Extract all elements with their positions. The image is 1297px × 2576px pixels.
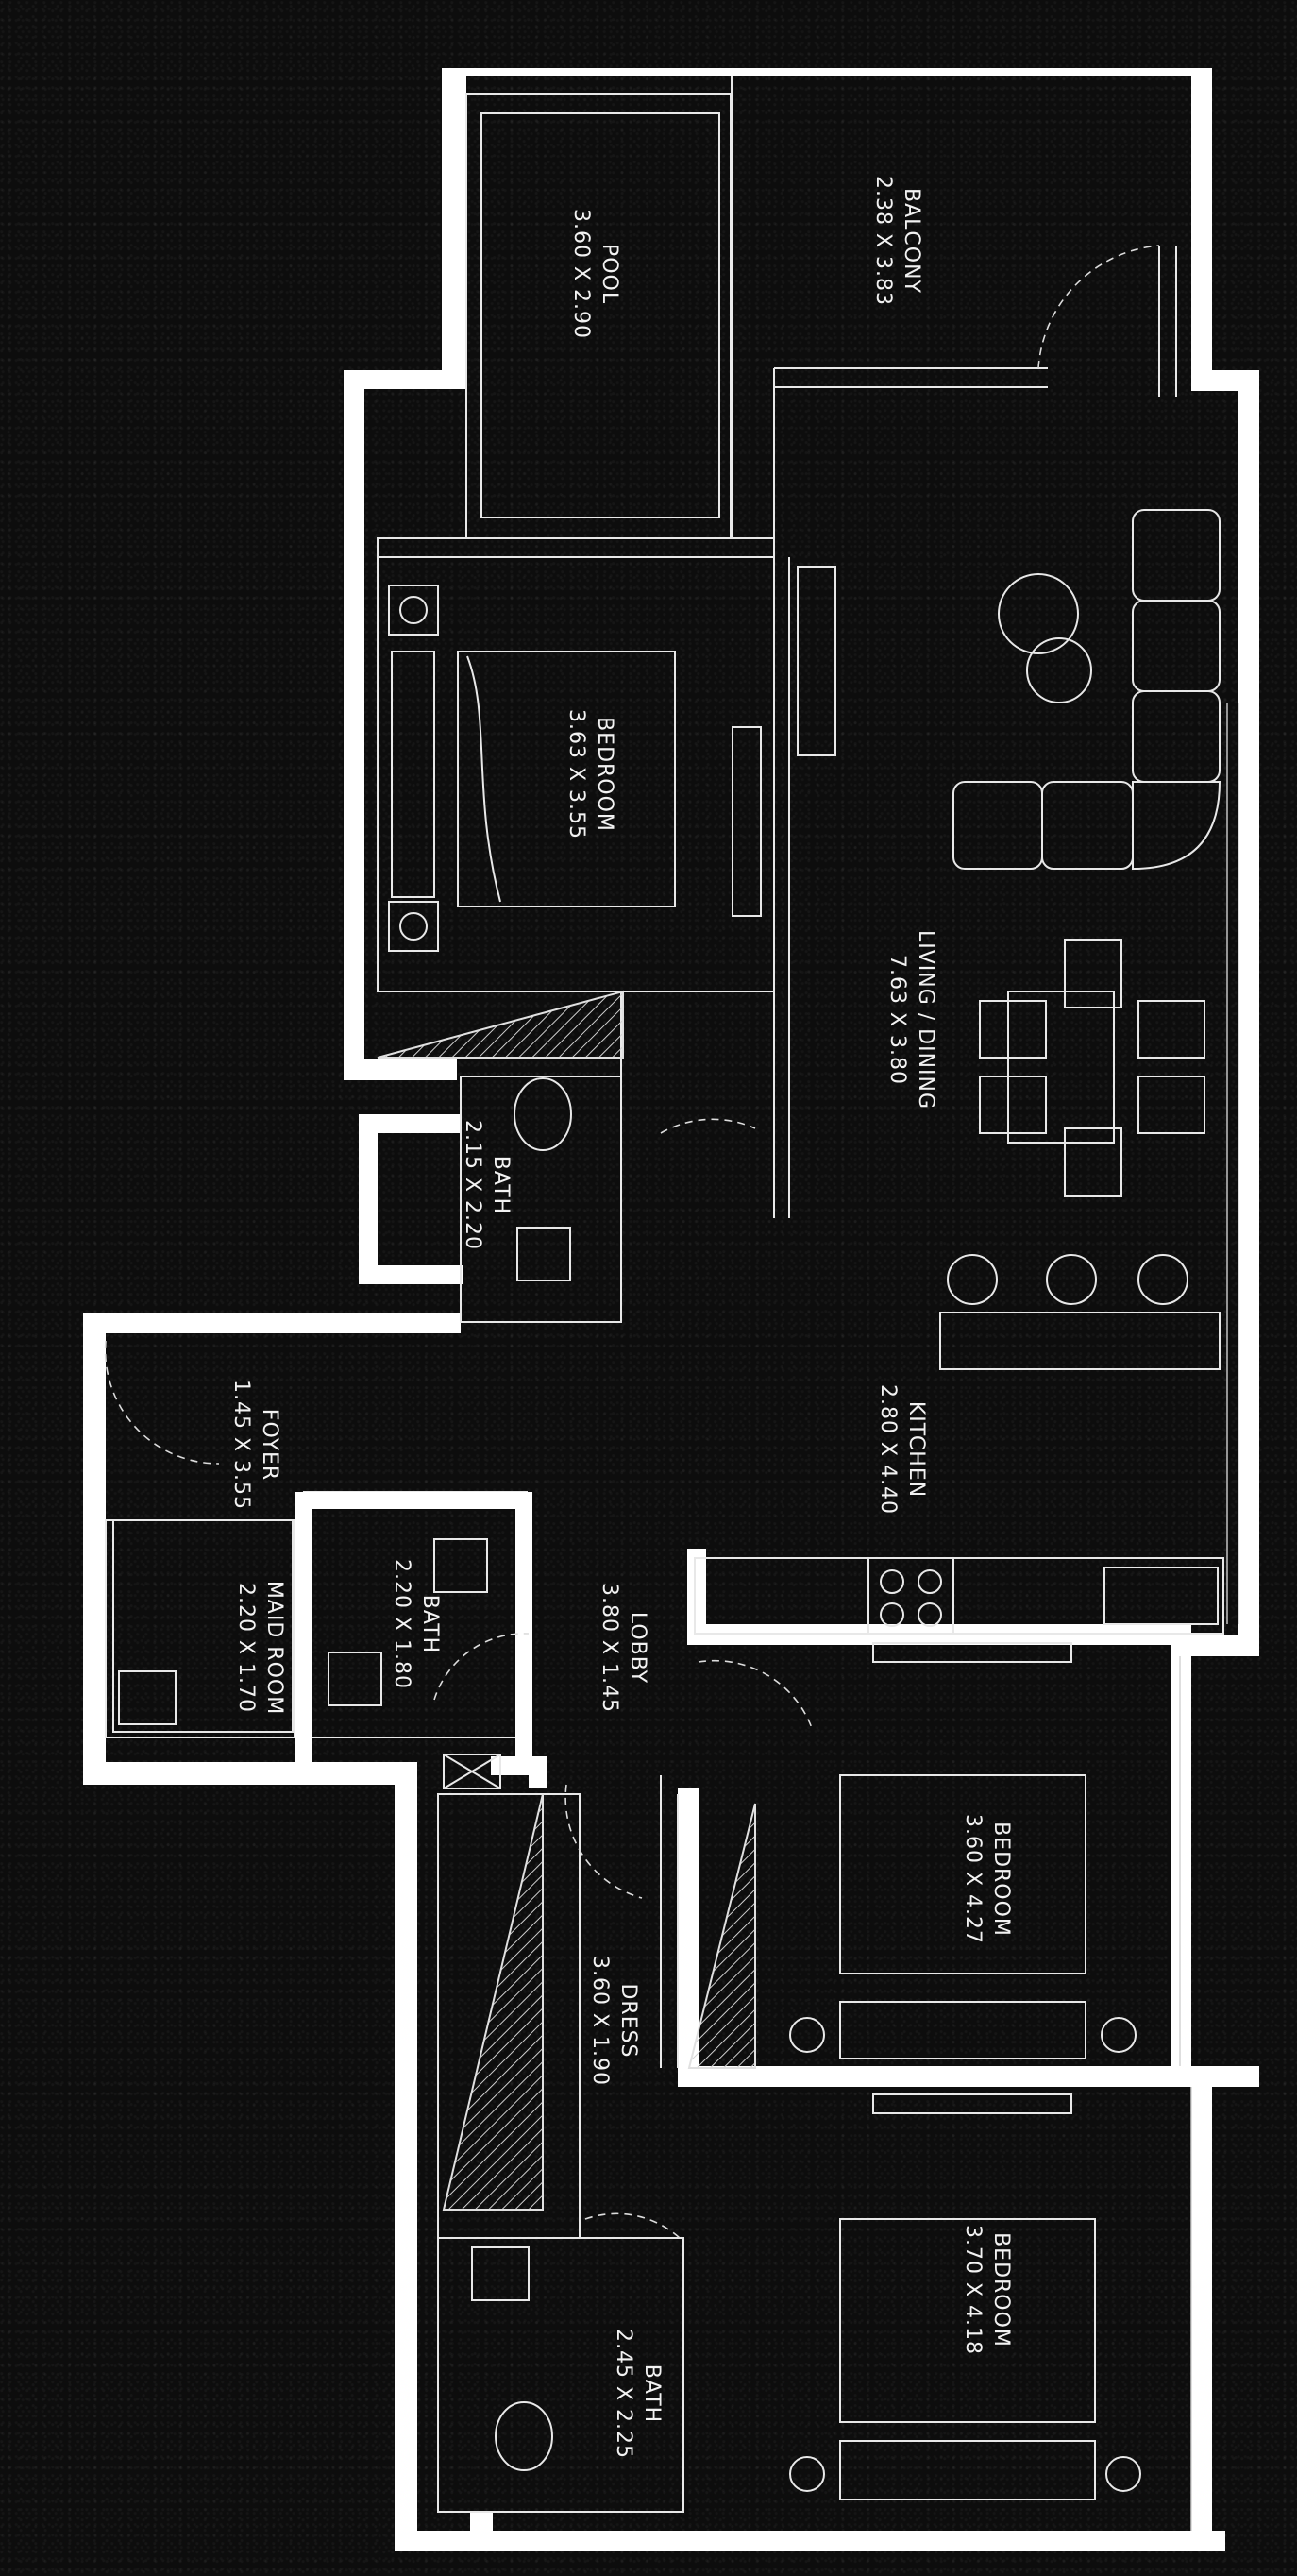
label-bedroom-3: BEDROOM 3.70 X 4.18 <box>961 2225 1013 2355</box>
label-kitchen: KITCHEN 2.80 X 4.40 <box>876 1384 928 1515</box>
room-name: BEDROOM <box>989 1822 1013 1937</box>
room-size: 2.38 X 3.83 <box>871 176 895 306</box>
label-balcony: BALCONY 2.38 X 3.83 <box>871 176 923 306</box>
bed-icon <box>457 651 676 907</box>
bed-icon-2 <box>839 1774 1086 1974</box>
table-icon <box>998 573 1079 654</box>
room-name: POOL <box>598 244 621 304</box>
label-bedroom-2: BEDROOM 3.60 X 4.27 <box>961 1814 1013 1944</box>
room-name: MAID ROOM <box>262 1581 286 1715</box>
toilet-icon <box>514 1077 572 1151</box>
bed-icon-3 <box>839 2218 1096 2423</box>
sink-icon <box>1103 1567 1219 1625</box>
nightstand-icon <box>388 585 439 636</box>
room-name: BATH <box>640 2364 664 2423</box>
room-size: 2.45 X 2.25 <box>612 2329 635 2459</box>
washbasin-icon <box>516 1227 571 1281</box>
dining-table-icon <box>1007 991 1115 1144</box>
room-size: 7.63 X 3.80 <box>885 955 909 1085</box>
room-size: 2.15 X 2.20 <box>461 1120 484 1250</box>
room-labels: POOL 3.60 X 2.90 BALCONY 2.38 X 3.83 BED… <box>229 176 1013 2459</box>
label-living: LIVING / DINING 7.63 X 3.80 <box>885 930 937 1110</box>
room-size: 3.80 X 1.45 <box>598 1583 621 1713</box>
room-name: BEDROOM <box>989 2232 1013 2347</box>
room-name: LOBBY <box>626 1612 649 1684</box>
interior-lines <box>104 76 1239 2531</box>
hatched-wardrobes <box>377 990 756 2211</box>
room-size: 3.63 X 3.55 <box>564 709 588 839</box>
pool-outline <box>480 112 720 518</box>
room-name: FOYER <box>258 1409 281 1481</box>
room-name: BATH <box>489 1156 513 1214</box>
room-size: 2.20 X 1.70 <box>234 1583 258 1713</box>
room-name: LIVING / DINING <box>914 930 937 1110</box>
room-size: 3.70 X 4.18 <box>961 2225 985 2355</box>
walls <box>83 68 1259 2551</box>
label-lobby: LOBBY 3.80 X 1.45 <box>598 1583 649 1713</box>
room-name: DRESS <box>616 1983 640 2058</box>
room-name: KITCHEN <box>904 1401 928 1498</box>
room-size: 3.60 X 1.90 <box>588 1956 612 2086</box>
label-bath-2: BATH 2.20 X 1.80 <box>390 1559 442 1689</box>
label-maid-room: MAID ROOM 2.20 X 1.70 <box>234 1581 286 1715</box>
room-size: 3.60 X 4.27 <box>961 1814 985 1944</box>
room-size: 3.60 X 2.90 <box>569 209 593 339</box>
room-name: BEDROOM <box>593 717 616 832</box>
room-size: 2.20 X 1.80 <box>390 1559 413 1689</box>
label-dress: DRESS 3.60 X 1.90 <box>588 1956 640 2086</box>
room-size: 2.80 X 4.40 <box>876 1384 900 1515</box>
room-name: BATH <box>418 1595 442 1653</box>
label-bath-1: BATH 2.15 X 2.20 <box>461 1120 513 1250</box>
room-size: 1.45 X 3.55 <box>229 1380 253 1510</box>
room-name: BALCONY <box>900 188 923 294</box>
label-pool: POOL 3.60 X 2.90 <box>569 209 621 339</box>
label-bath-3: BATH 2.45 X 2.25 <box>612 2329 664 2459</box>
label-foyer: FOYER 1.45 X 3.55 <box>229 1380 281 1510</box>
furniture <box>112 509 1221 2500</box>
label-bedroom-1: BEDROOM 3.63 X 3.55 <box>564 709 616 839</box>
